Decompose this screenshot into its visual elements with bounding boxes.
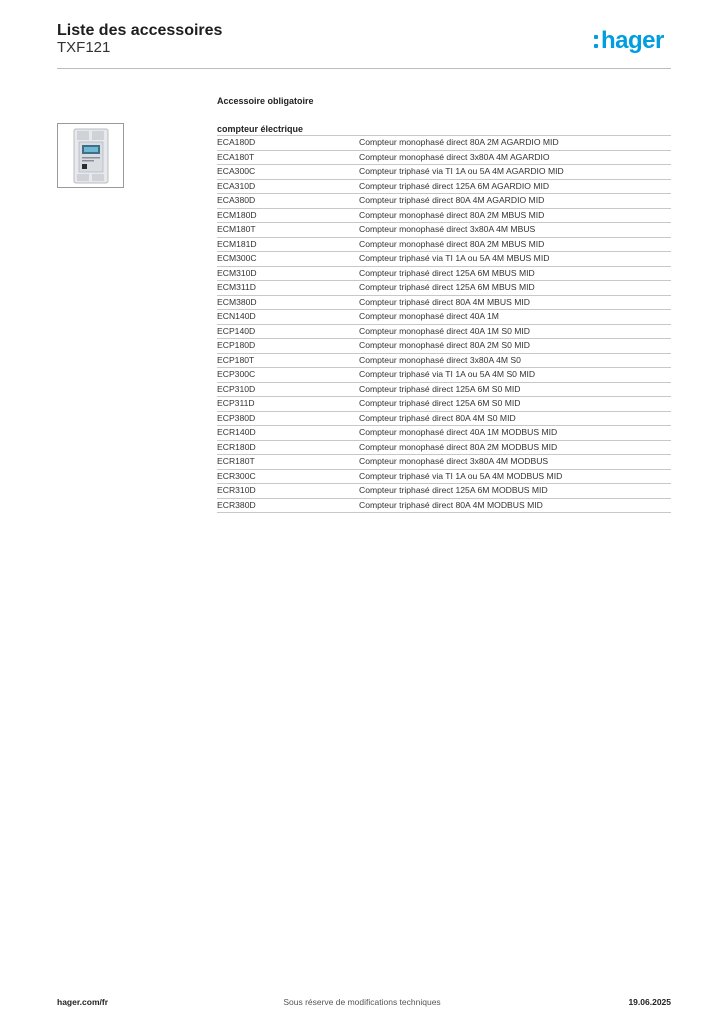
item-description: Compteur monophasé direct 40A 1M MODBUS … xyxy=(359,427,558,437)
item-description: Compteur triphasé direct 125A 6M MBUS MI… xyxy=(359,267,535,278)
table-row: ECA300C Compteur triphasé via TI 1A ou 5A… xyxy=(217,165,671,180)
item-reference: ECR380D xyxy=(217,499,256,510)
item-reference: ECA380D xyxy=(217,195,256,205)
item-reference: ECP180D xyxy=(217,340,256,350)
item-description: Compteur monophasé direct 80A 2M MBUS MI… xyxy=(359,209,545,220)
table-row: ECM311D Compteur triphasé direct 125A 6M … xyxy=(217,281,671,296)
item-description: Compteur triphasé direct 125A 6M MBUS MI… xyxy=(359,282,535,292)
table-row: ECP180D Compteur monophasé direct 80A 2M … xyxy=(217,339,671,354)
item-description: Compteur triphasé via TI 1A ou 5A 4M MOD… xyxy=(359,470,563,481)
table-row: ECR300C Compteur triphasé via TI 1A ou 5A… xyxy=(217,470,671,484)
table-row: ECM310D Compteur triphasé direct 125A 6M … xyxy=(217,267,671,281)
hager-logo: hager xyxy=(594,28,664,56)
item-reference: ECR310D xyxy=(217,485,256,495)
item-description: Compteur monophasé direct 3x80A 4M MODBU… xyxy=(359,456,549,466)
item-description: Compteur triphasé direct 80A 4M MBUS MID xyxy=(359,296,530,307)
table-row: ECR380D Compteur triphasé direct 80A 4M M… xyxy=(217,499,671,513)
table-row: ECR180T Compteur monophasé direct 3x80A 4… xyxy=(217,455,671,470)
item-description: Compteur monophasé direct 80A 2M AGARDIO… xyxy=(359,137,559,147)
footer-date: 19.06.2025 xyxy=(628,997,671,1007)
item-description: Compteur monophasé direct 3x80A 4M AGARD… xyxy=(359,151,550,162)
item-reference: ECR300C xyxy=(217,470,256,481)
table-row: ECR180D Compteur monophasé direct 80A 2M … xyxy=(217,441,671,455)
page-title: Liste des accessoires xyxy=(57,22,223,39)
item-description: Compteur monophasé direct 80A 2M S0 MID xyxy=(359,340,531,350)
item-reference: ECM180T xyxy=(217,224,256,234)
table-row: ECA380D Compteur triphasé direct 80A 4M A… xyxy=(217,194,671,209)
item-description: Compteur triphasé direct 125A 6M S0 MID xyxy=(359,398,521,408)
table-row: ECP180T Compteur monophasé direct 3x80A 4… xyxy=(217,354,671,368)
table-row: ECA310D Compteur triphasé direct 125A 6M … xyxy=(217,180,671,194)
table-row: ECP380D Compteur triphasé direct 80A 4M S… xyxy=(217,412,671,426)
item-reference: ECM380D xyxy=(217,296,257,307)
table-row: ECR310D Compteur triphasé direct 125A 6M … xyxy=(217,484,671,499)
item-description: Compteur triphasé direct 80A 4M MODBUS M… xyxy=(359,499,543,510)
accessory-group: compteur électrique ECA180D Compteur mono… xyxy=(217,123,671,513)
item-description: Compteur monophasé direct 80A 2M MBUS MI… xyxy=(359,238,545,249)
accessory-table: ECA180D Compteur monophasé direct 80A 2M … xyxy=(217,135,671,513)
table-row: ECN140D Compteur monophasé direct 40A 1M xyxy=(217,310,671,325)
table-row: ECM380D Compteur triphasé direct 80A 4M M… xyxy=(217,296,671,310)
item-reference: ECP300C xyxy=(217,369,256,379)
item-description: Compteur triphasé direct 125A 6M MODBUS … xyxy=(359,485,548,495)
table-row: ECA180D Compteur monophasé direct 80A 2M … xyxy=(217,136,671,151)
item-reference: ECA180D xyxy=(217,137,256,147)
item-description: Compteur triphasé direct 80A 4M AGARDIO … xyxy=(359,195,545,205)
item-description: Compteur monophasé direct 3x80A 4M S0 xyxy=(359,354,521,365)
item-reference: ECR180D xyxy=(217,441,256,452)
item-reference: ECP310D xyxy=(217,383,256,394)
table-row: ECM300C Compteur triphasé via TI 1A ou 5A… xyxy=(217,252,671,267)
item-reference: ECP140D xyxy=(217,325,256,336)
item-description: Compteur triphasé via TI 1A ou 5A 4M S0 … xyxy=(359,369,536,379)
item-description: Compteur monophasé direct 3x80A 4M MBUS xyxy=(359,224,536,234)
item-description: Compteur monophasé direct 40A 1M S0 MID xyxy=(359,325,531,336)
header-divider xyxy=(57,68,671,69)
item-reference: ECA300C xyxy=(217,166,256,176)
item-reference: ECR140D xyxy=(217,427,256,437)
product-reference: TXF121 xyxy=(57,39,111,56)
item-reference: ECM300C xyxy=(217,253,257,263)
group-title: compteur électrique xyxy=(217,124,304,134)
item-reference: ECM311D xyxy=(217,282,257,292)
item-reference: ECP380D xyxy=(217,412,256,423)
item-description: Compteur triphasé via TI 1A ou 5A 4M AGA… xyxy=(359,166,564,176)
item-description: Compteur monophasé direct 80A 2M MODBUS … xyxy=(359,441,558,452)
footer-disclaimer: Sous réserve de modifications techniques xyxy=(283,997,441,1007)
table-row: ECP311D Compteur triphasé direct 125A 6M … xyxy=(217,397,671,412)
item-reference: ECM310D xyxy=(217,267,257,278)
logo-colon-icon xyxy=(594,28,599,48)
table-row: ECR140D Compteur monophasé direct 40A 1M … xyxy=(217,426,671,441)
logo-text: hager xyxy=(601,27,664,54)
footer-website-link[interactable]: hager.com/fr xyxy=(57,997,109,1007)
table-row: ECP300C Compteur triphasé via TI 1A ou 5A… xyxy=(217,368,671,383)
item-description: Compteur triphasé direct 80A 4M S0 MID xyxy=(359,412,516,423)
item-reference: ECA310D xyxy=(217,180,256,191)
item-reference: ECP311D xyxy=(217,398,255,408)
table-row: ECP310D Compteur triphasé direct 125A 6M … xyxy=(217,383,671,397)
table-row: ECM180T Compteur monophasé direct 3x80A 4… xyxy=(217,223,671,238)
item-reference: ECN140D xyxy=(217,311,256,321)
item-description: Compteur triphasé direct 125A 6M AGARDIO… xyxy=(359,180,550,191)
item-reference: ECM181D xyxy=(217,238,257,249)
section-title: Accessoire obligatoire xyxy=(217,96,314,106)
energy-meter-icon xyxy=(58,124,123,187)
table-row: ECP140D Compteur monophasé direct 40A 1M … xyxy=(217,325,671,339)
table-row: ECA180T Compteur monophasé direct 3x80A 4… xyxy=(217,151,671,165)
item-reference: ECM180D xyxy=(217,209,257,220)
item-description: Compteur triphasé via TI 1A ou 5A 4M MBU… xyxy=(359,253,550,263)
item-reference: ECA180T xyxy=(217,151,255,162)
table-row: ECM181D Compteur monophasé direct 80A 2M … xyxy=(217,238,671,252)
table-row: ECM180D Compteur monophasé direct 80A 2M … xyxy=(217,209,671,223)
item-description: Compteur triphasé direct 125A 6M S0 MID xyxy=(359,383,521,394)
item-reference: ECP180T xyxy=(217,354,255,365)
item-reference: ECR180T xyxy=(217,456,255,466)
energy-meter-image xyxy=(57,123,124,188)
item-description: Compteur monophasé direct 40A 1M xyxy=(359,311,499,321)
